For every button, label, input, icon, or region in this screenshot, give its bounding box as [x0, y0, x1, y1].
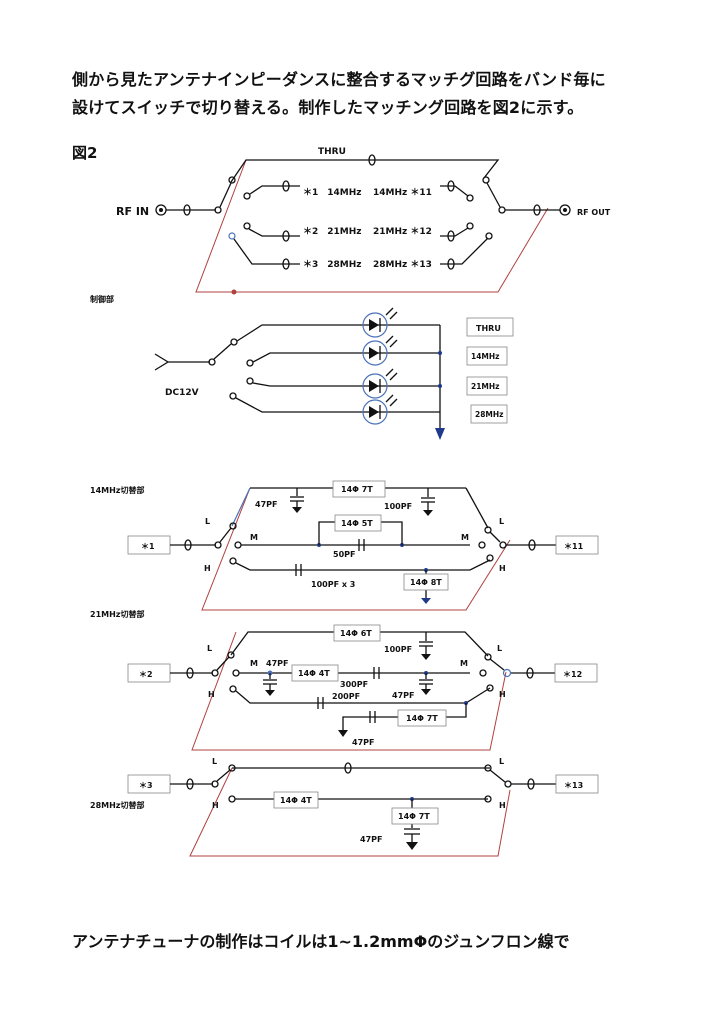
band1-left-label: ＊1 14MHz: [303, 187, 362, 198]
s28-coil-b: 14Φ 7T: [398, 812, 430, 821]
s14-L-right: L: [499, 517, 504, 526]
s21-cap-mid-left: 47PF: [266, 659, 288, 668]
rf-out-label: RF OUT: [577, 208, 611, 217]
s14-coil-top: 14Φ 7T: [341, 485, 373, 494]
s21-L: L: [207, 644, 212, 653]
s14-title: 14MHz切替部: [90, 485, 144, 495]
closing-line: アンテナチューナの制作はコイルは1~1.2mmΦのジュンフロン線で: [72, 932, 570, 951]
dc-label: DC12V: [165, 388, 199, 398]
led-21mhz: [362, 368, 398, 399]
s21-cap-shunt-bottom: 47PF: [352, 738, 374, 747]
s21-cap-mid-shunt: 47PF: [392, 691, 414, 700]
control-block: 制御部 DC12V: [90, 294, 514, 440]
band3-right-label: 28MHz ＊13: [373, 259, 432, 270]
s21-H: H: [208, 690, 215, 699]
s21-H-right: H: [499, 690, 506, 699]
s28-in-tag: ＊3: [139, 781, 153, 790]
intro-line-1: 側から見たアンテナインピーダンスに整合するマッチグ回路をバンド毎に: [72, 70, 606, 89]
led-label-21: 21MHz: [471, 382, 500, 391]
led-label-28: 28MHz: [475, 410, 504, 419]
s21-in-tag: ＊2: [139, 670, 153, 679]
led-label-14: 14MHz: [471, 352, 500, 361]
s14-cap-left: 47PF: [255, 500, 277, 509]
block-28mhz: ＊3 L H 28MHz切替部 14Φ 4T 14Φ 7T 47PF L H ＊…: [90, 757, 599, 857]
s28-H: H: [212, 801, 219, 810]
s28-L-right: L: [499, 757, 504, 766]
block-14mhz: 14MHz切替部 14Φ 7T 47PF 100PF ＊1 L H M: [90, 480, 599, 611]
band1-right-label: 14MHz ＊11: [373, 187, 432, 198]
s21-coil-mid: 14Φ 4T: [298, 669, 330, 678]
s14-out-tag: ＊11: [564, 542, 584, 551]
s21-M: M: [250, 659, 258, 668]
led-28mhz: [362, 394, 398, 425]
s14-L: L: [205, 517, 210, 526]
block-21mhz: 21MHz切替部 14Φ 6T 100PF ＊2 L H M 47PF 14Φ …: [90, 609, 598, 751]
s21-out-tag: ＊12: [563, 670, 582, 679]
s14-cap-right: 100PF: [384, 502, 412, 511]
band2-right-label: 21MHz ＊12: [373, 226, 432, 237]
band3-left-label: ＊3 28MHz: [303, 259, 362, 270]
s14-M: M: [250, 533, 258, 542]
s14-cap-mid: 50PF: [333, 550, 355, 559]
s21-title: 21MHz切替部: [90, 609, 144, 619]
s21-coil-bottom: 14Φ 7T: [406, 714, 438, 723]
s14-M-right: M: [461, 533, 469, 542]
intro-line-2: 設けてスイッチで切り替える。制作したマッチング回路を図2に示す。: [72, 98, 584, 117]
s28-coil-a: 14Φ 4T: [280, 796, 312, 805]
s14-coil-mid: 14Φ 5T: [341, 519, 373, 528]
band2-left-label: ＊2 21MHz: [303, 226, 362, 237]
s14-H-right: H: [499, 564, 506, 573]
s28-cap: 47PF: [360, 835, 382, 844]
rf-in-label: RF IN: [116, 205, 149, 218]
s14-H: H: [204, 564, 211, 573]
s21-coil-top: 14Φ 6T: [340, 629, 372, 638]
s28-out-tag: ＊13: [564, 781, 583, 790]
control-title: 制御部: [90, 294, 114, 304]
s21-L-right: L: [497, 644, 502, 653]
led-14mhz: [362, 335, 398, 366]
s21-cap-bottom: 200PF: [332, 692, 360, 701]
s14-cap-bottom: 100PF x 3: [311, 580, 355, 589]
thru-label: THRU: [318, 147, 346, 157]
s28-title: 28MHz切替部: [90, 800, 144, 810]
s21-cap-mid-series: 300PF: [340, 680, 368, 689]
s14-in-tag: ＊1: [141, 542, 155, 551]
led-thru: [362, 307, 398, 338]
s21-cap-top: 100PF: [384, 645, 412, 654]
figure-label: 図2: [72, 144, 98, 162]
rf-switch-block: THRU RF IN ＊1 14MHz ＊2 21MHz ＊3 28MHz 14…: [116, 147, 611, 295]
led-label-thru: THRU: [476, 324, 501, 333]
s28-H-right: H: [499, 801, 506, 810]
s21-M-right: M: [460, 659, 468, 668]
s28-L: L: [212, 757, 217, 766]
s14-coil-bottom: 14Φ 8T: [410, 578, 442, 587]
